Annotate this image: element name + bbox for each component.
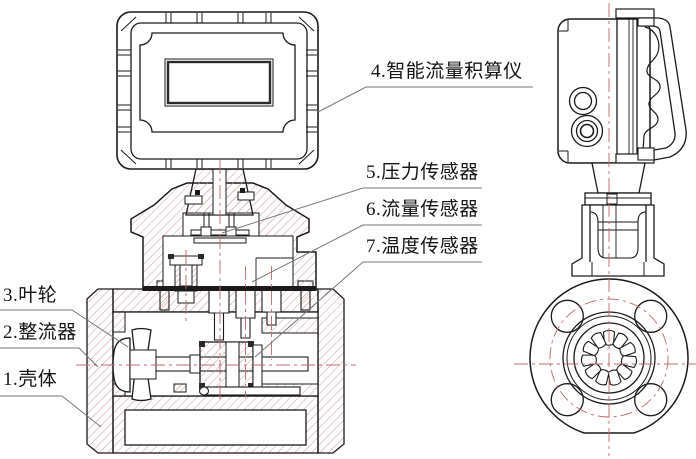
frame-ribs: [118, 13, 317, 168]
leader-straightener: [0, 347, 99, 368]
front-view: [86, 11, 345, 454]
label-impeller: 3.叶轮: [3, 285, 58, 306]
bolt-holes: [550, 299, 668, 417]
leader-impeller: [0, 309, 129, 348]
mounting-plate: [615, 8, 655, 164]
label-flow-sensor: 6.流量传感器: [366, 199, 479, 220]
center-lines: [76, 3, 696, 456]
flow-straightener: [189, 341, 263, 391]
totalizer-front: [116, 11, 319, 170]
neck-support: [571, 162, 665, 277]
grip-handle: [637, 17, 687, 161]
totalizer-side: [557, 8, 687, 164]
label-pressure-sensor: 5.压力传感器: [366, 162, 479, 183]
leader-temperature-sensor: [254, 261, 482, 358]
lcd-screen: [164, 58, 274, 107]
leader-totalizer: [317, 86, 533, 113]
label-shell: 1.壳体: [3, 369, 58, 390]
sensor-housing: [130, 182, 317, 304]
label-temperature-sensor: 7.温度传感器: [366, 236, 479, 257]
leader-flow-sensor: [251, 224, 482, 283]
leader-pressure-sensor: [221, 187, 482, 234]
display-stem: [184, 168, 255, 216]
leader-shell: [0, 395, 102, 428]
temperature-probe: [173, 383, 301, 396]
label-straightener: 2.整流器: [3, 322, 77, 343]
label-totalizer: 4.智能流量积算仪: [371, 61, 523, 82]
cable-glands: [568, 86, 604, 148]
leader-lines: [0, 86, 533, 428]
